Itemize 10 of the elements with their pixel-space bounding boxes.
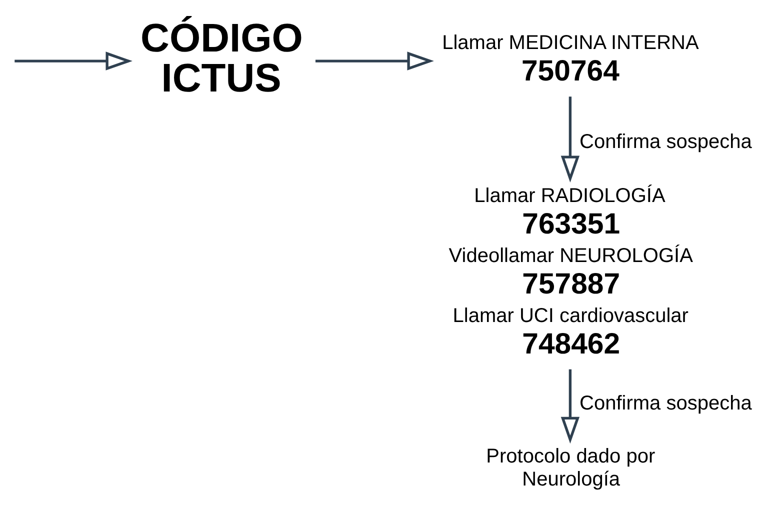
arrow — [14, 51, 132, 70]
node-text: Protocolo dado por Neurología — [486, 445, 656, 490]
edge-label: Confirma sospecha — [580, 392, 752, 414]
node-text: Llamar RADIOLOGÍA 763351 Videollamar NEUROLOGÍA 757887 Llamar UCI cardiovascular 748462 — [448, 184, 693, 360]
arrow — [560, 368, 580, 444]
edge-label: Confirma sospecha — [580, 130, 752, 152]
arrow — [560, 96, 580, 182]
node-text: CÓDIGO ICTUS — [140, 16, 303, 100]
node-text: Llamar MEDICINA INTERNA 750764 — [442, 32, 699, 88]
arrow — [315, 51, 434, 70]
